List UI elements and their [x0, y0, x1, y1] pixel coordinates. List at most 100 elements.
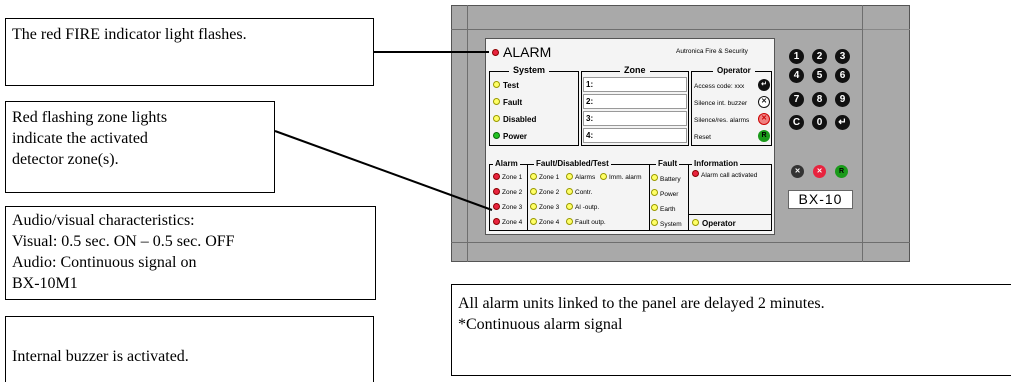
frame-divider [451, 29, 910, 30]
frame-divider [863, 29, 910, 30]
alarm-silence-button-icon[interactable]: ✕ [813, 165, 826, 178]
zone-header: Zone [620, 66, 650, 75]
fault-item-label: Battery [660, 176, 681, 183]
information-header: Information [692, 159, 740, 168]
lower-divider [688, 214, 772, 215]
alarm-title: ALARM [503, 44, 552, 60]
operator-item: Silence int. buzzer [694, 100, 748, 107]
alarm-zone-label: Zone 4 [502, 219, 523, 226]
note-alarm-units-line: *Continuous alarm signal [458, 316, 623, 333]
alarm-zone-label: Zone 1 [502, 174, 523, 181]
test-led [493, 81, 500, 88]
fdt-header: Fault/Disabled/Test [534, 159, 611, 168]
note-audio-visual-line: Audio/visual characteristics: [12, 212, 195, 229]
fdt-zone-led [530, 188, 537, 195]
note-zone-lights-line: Red flashing zone lights [12, 109, 168, 126]
buzzer-silence-button-icon[interactable]: ✕ [791, 165, 804, 178]
lower-divider [527, 164, 528, 231]
system-item: Fault [503, 98, 523, 107]
key-8[interactable]: 8 [812, 92, 827, 107]
fdt-output-led [566, 173, 573, 180]
key-clear[interactable]: C [789, 115, 804, 130]
note-fire-light-text: The red FIRE indicator light flashes. [12, 26, 247, 43]
note-audio-visual: Audio/visual characteristics: Visual: 0.… [5, 206, 376, 300]
system-header: System [509, 66, 550, 75]
buzzer-mute-icon[interactable]: ✕ [758, 96, 770, 108]
key-4[interactable]: 4 [789, 68, 804, 83]
operator-item: Reset [694, 134, 711, 141]
zone-field-label: 3: [586, 114, 594, 123]
system-item: Disabled [503, 115, 537, 124]
note-audio-visual-line: Visual: 0.5 sec. ON – 0.5 sec. OFF [12, 233, 235, 250]
fault-led [493, 98, 500, 105]
key-5[interactable]: 5 [812, 68, 827, 83]
key-2[interactable]: 2 [812, 49, 827, 64]
zone-field [583, 94, 687, 109]
fdt-zone-label: Zone 1 [539, 174, 560, 181]
alarm-zone-led [493, 218, 500, 225]
alarm-zone-led [493, 188, 500, 195]
key-enter[interactable]: ↵ [835, 115, 850, 130]
frame-divider [467, 5, 468, 262]
fault-led-item [651, 219, 658, 226]
imm-alarm-label: Imm. alarm [609, 174, 642, 181]
operator-led [692, 219, 699, 226]
reset-button-icon[interactable]: R [835, 165, 848, 178]
key-6[interactable]: 6 [835, 68, 850, 83]
key-3[interactable]: 3 [835, 49, 850, 64]
operator-item: Silence/res. alarms [694, 117, 750, 124]
operator-item: Access code: xxx [694, 83, 745, 90]
lower-divider [649, 164, 650, 231]
imm-alarm-led [600, 173, 607, 180]
model-badge: BX-10 [788, 190, 853, 209]
fdt-output-label: Al -outp. [575, 204, 600, 211]
fault-item-label: System [660, 221, 682, 228]
key-1[interactable]: 1 [789, 49, 804, 64]
fault-header: Fault [656, 159, 680, 168]
note-buzzer: Internal buzzer is activated. [5, 316, 374, 382]
alarm-zone-label: Zone 2 [502, 189, 523, 196]
fault-led-item [651, 189, 658, 196]
system-item: Power [503, 132, 528, 141]
information-item: Alarm call activated [701, 172, 758, 179]
reset-icon[interactable]: R [758, 130, 770, 142]
note-audio-visual-line: BX-10M1 [12, 275, 78, 292]
fault-led-item [651, 174, 658, 181]
fdt-output-led [566, 218, 573, 225]
frame-divider [862, 5, 863, 262]
key-0[interactable]: 0 [812, 115, 827, 130]
fdt-zone-led [530, 218, 537, 225]
note-zone-lights-line: indicate the activated [12, 130, 148, 147]
note-fire-light: The red FIRE indicator light flashes. [5, 18, 374, 86]
key-7[interactable]: 7 [789, 92, 804, 107]
silence-alarm-icon[interactable]: ✕ [758, 113, 770, 125]
fault-item-label: Power [660, 191, 679, 198]
note-audio-visual-line: Audio: Continuous signal on [12, 254, 197, 271]
alarm-call-led [692, 170, 699, 177]
fdt-zone-label: Zone 3 [539, 204, 560, 211]
fdt-zone-label: Zone 2 [539, 189, 560, 196]
zone-field [583, 128, 687, 143]
zone-field-label: 4: [586, 131, 594, 140]
note-zone-lights-line: detector zone(s). [12, 151, 119, 168]
key-9[interactable]: 9 [835, 92, 850, 107]
fdt-output-label: Fault outp. [575, 219, 606, 226]
fdt-output-led [566, 188, 573, 195]
note-alarm-units-line: All alarm units linked to the panel are … [458, 295, 825, 312]
alarm-header: Alarm [493, 159, 520, 168]
disabled-led [493, 115, 500, 122]
fdt-zone-label: Zone 4 [539, 219, 560, 226]
enter-icon[interactable]: ↵ [758, 79, 770, 91]
alarm-led [492, 49, 499, 56]
fdt-output-label: Alarms [575, 174, 596, 181]
system-item: Test [503, 81, 519, 90]
zone-field [583, 77, 687, 92]
alarm-zone-led [493, 173, 500, 180]
note-alarm-units: All alarm units linked to the panel are … [451, 284, 1011, 376]
fault-item-label: Earth [660, 206, 676, 213]
alarm-zone-label: Zone 3 [502, 204, 523, 211]
operator-header: Operator [713, 66, 755, 75]
lower-divider [688, 164, 689, 231]
zone-field-label: 1: [586, 80, 594, 89]
